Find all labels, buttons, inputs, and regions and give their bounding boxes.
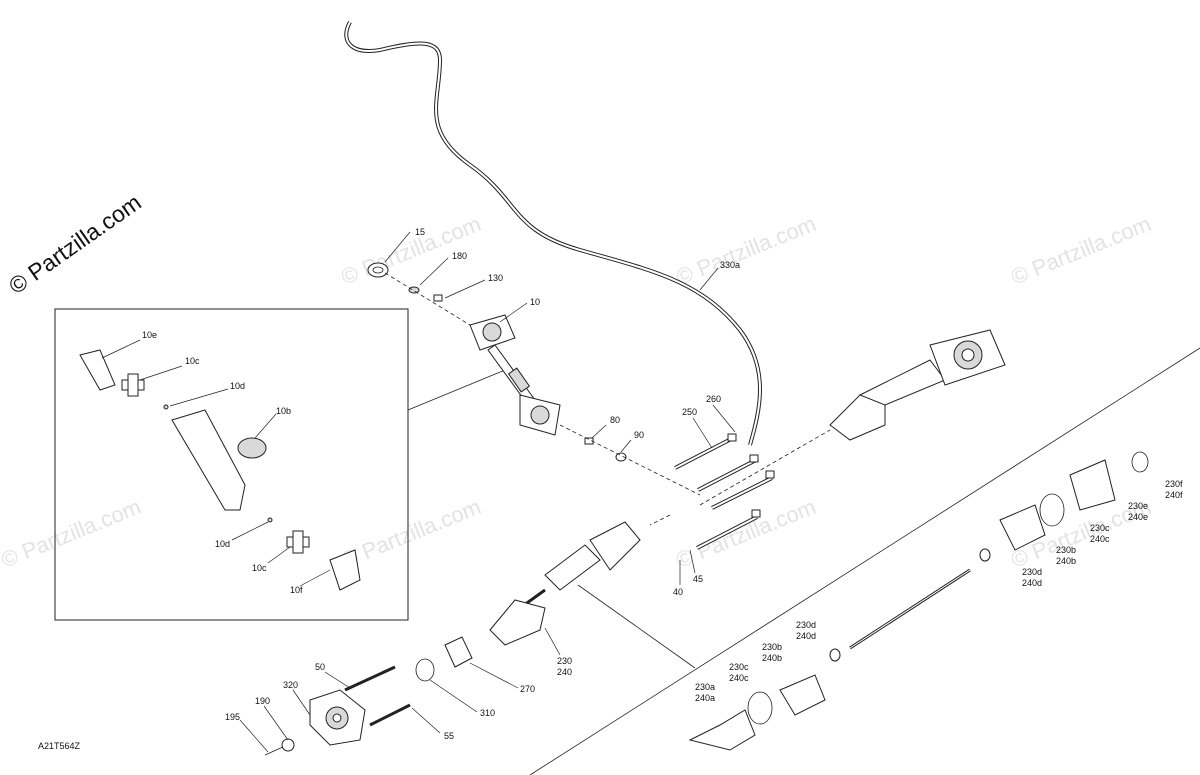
callout-240b: 240b [1056,556,1076,566]
callout-130: 130 [488,273,503,283]
washer [615,452,627,462]
callout-195: 195 [225,712,240,722]
callout-320: 320 [283,680,298,690]
right-region-frame [529,347,1200,775]
callout-240b-lower: 240b [762,653,782,663]
callout-250: 250 [682,407,697,417]
wheel-hub [264,665,411,756]
callout-240c-lower: 240c [729,673,749,683]
callout-15: 15 [415,227,425,237]
callout-240a-lower: 240a [695,693,715,703]
nut [433,294,443,302]
callout-230b-lower: 230b [762,642,782,652]
callout-90: 90 [634,430,644,440]
watermark-layer: © Partzilla.com © Partzilla.com © Partzi… [0,211,1154,573]
drive-axle-upper [699,329,1006,506]
callout-230c: 230c [1090,523,1110,533]
watermark: © Partzilla.com [673,211,820,290]
callout-10f: 10f [290,585,303,595]
spacer [584,437,594,445]
callout-45: 45 [693,574,703,584]
callout-230b: 230b [1056,545,1076,555]
breather-hose-inner [345,21,761,446]
inset-box [54,308,409,621]
callout-10d-bottom: 10d [215,539,230,549]
retaining-ring [415,658,435,682]
callout-230d-lower: 230d [796,620,816,630]
callout-240d-lower: 240d [796,631,816,641]
callout-10e: 10e [142,330,157,340]
leader-lines [101,231,736,753]
callout-10b: 10b [276,406,291,416]
callout-10c-bottom: 10c [252,563,267,573]
callout-labels: 15 180 130 10 330a 250 260 80 90 40 45 2… [142,227,1183,741]
seal-ring [367,262,389,278]
callout-260: 260 [706,394,721,404]
u-joint-inset-parts [79,349,361,591]
callout-55: 55 [444,731,454,741]
callout-240c: 240c [1090,534,1110,544]
watermark: © Partzilla.com [673,494,820,573]
callout-80: 80 [610,415,620,425]
callout-10: 10 [530,297,540,307]
callout-180: 180 [452,251,467,261]
axle-exploded-view [688,451,1149,751]
callout-230c-lower: 230c [729,662,749,672]
diagram-code: A21T564Z [38,741,81,751]
drive-axle-main [489,514,671,646]
callout-230e: 230e [1128,501,1148,511]
bearing [444,636,473,668]
washer [408,286,420,294]
watermark: © Partzilla.com [338,494,485,573]
callout-240d: 240d [1022,578,1042,588]
inset-pointer-line [407,369,506,411]
propeller-shaft [469,314,561,436]
callout-240e: 240e [1128,512,1148,522]
watermark: © Partzilla.com [0,494,144,573]
callout-240f: 240f [1165,490,1183,500]
callout-40: 40 [673,587,683,597]
partzilla-watermark: © Partzilla.com [4,189,146,299]
callout-230d: 230d [1022,567,1042,577]
callout-310: 310 [480,708,495,718]
callout-230: 230 [557,656,572,666]
callout-50: 50 [315,662,325,672]
callout-270: 270 [520,684,535,694]
callout-240: 240 [557,667,572,677]
callout-230a-lower: 230a [695,682,715,692]
callout-230f: 230f [1165,479,1183,489]
right-region-pointer [577,584,696,669]
bolt-set [674,433,775,550]
callout-10c-top: 10c [185,356,200,366]
callout-330a: 330a [720,260,740,270]
callout-190: 190 [255,696,270,706]
callout-10d-top: 10d [230,381,245,391]
watermark: © Partzilla.com [1008,211,1155,290]
